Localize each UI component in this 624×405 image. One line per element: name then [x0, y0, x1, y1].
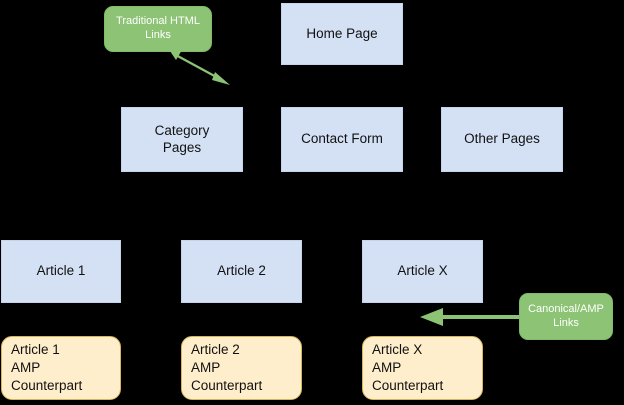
node-category-pages[interactable]: Category Pages: [121, 107, 243, 172]
callout-canonical-amp-links-line1: Canonical/AMP: [528, 302, 604, 315]
node-article-1-amp-counterpart[interactable]: Article 1 AMP Counterpart: [1, 336, 121, 400]
callout-traditional-html-links[interactable]: Traditional HTML Links: [104, 6, 212, 52]
node-article-2-amp-counterpart[interactable]: Article 2 AMP Counterpart: [181, 336, 302, 400]
node-home-page[interactable]: Home Page: [281, 3, 403, 65]
node-article-2[interactable]: Article 2: [181, 240, 302, 303]
node-article-x[interactable]: Article X: [362, 240, 483, 303]
node-article-1[interactable]: Article 1: [1, 240, 121, 303]
node-article-x-amp-line2: AMP: [372, 360, 402, 376]
callout-traditional-html-links-line2: Links: [145, 29, 171, 41]
node-article-2-label: Article 2: [217, 263, 266, 279]
node-article-2-amp-line2: AMP: [191, 360, 221, 376]
node-article-1-amp-line3: Counterpart: [11, 377, 83, 393]
node-article-1-amp-line1: Article 1: [11, 342, 60, 358]
callout-traditional-html-links-line1: Traditional HTML: [116, 15, 200, 28]
node-other-pages-label: Other Pages: [464, 131, 540, 147]
node-article-x-amp-line1: Article X: [372, 342, 423, 358]
node-article-1-amp-line2: AMP: [11, 360, 41, 376]
node-article-x-amp-counterpart[interactable]: Article X AMP Counterpart: [362, 336, 483, 400]
callout-canonical-amp-links[interactable]: Canonical/AMP Links: [519, 293, 613, 340]
node-category-pages-label-line2: Pages: [162, 139, 202, 155]
arrow-canonical-amp-links: [420, 308, 519, 326]
arrow-traditional-html-links: [173, 53, 230, 85]
node-article-x-label: Article X: [397, 263, 448, 279]
node-category-pages-label-line1: Category: [154, 123, 210, 139]
node-contact-form[interactable]: Contact Form: [281, 107, 403, 172]
callout-canonical-amp-links-line2: Links: [553, 316, 579, 329]
node-home-page-label: Home Page: [306, 25, 378, 41]
node-article-2-amp-line3: Counterpart: [191, 377, 263, 393]
node-contact-form-label: Contact Form: [301, 131, 383, 147]
node-article-x-amp-line3: Counterpart: [372, 377, 444, 393]
node-other-pages[interactable]: Other Pages: [441, 107, 563, 172]
node-article-2-amp-line1: Article 2: [191, 342, 240, 358]
node-article-1-label: Article 1: [36, 263, 86, 279]
